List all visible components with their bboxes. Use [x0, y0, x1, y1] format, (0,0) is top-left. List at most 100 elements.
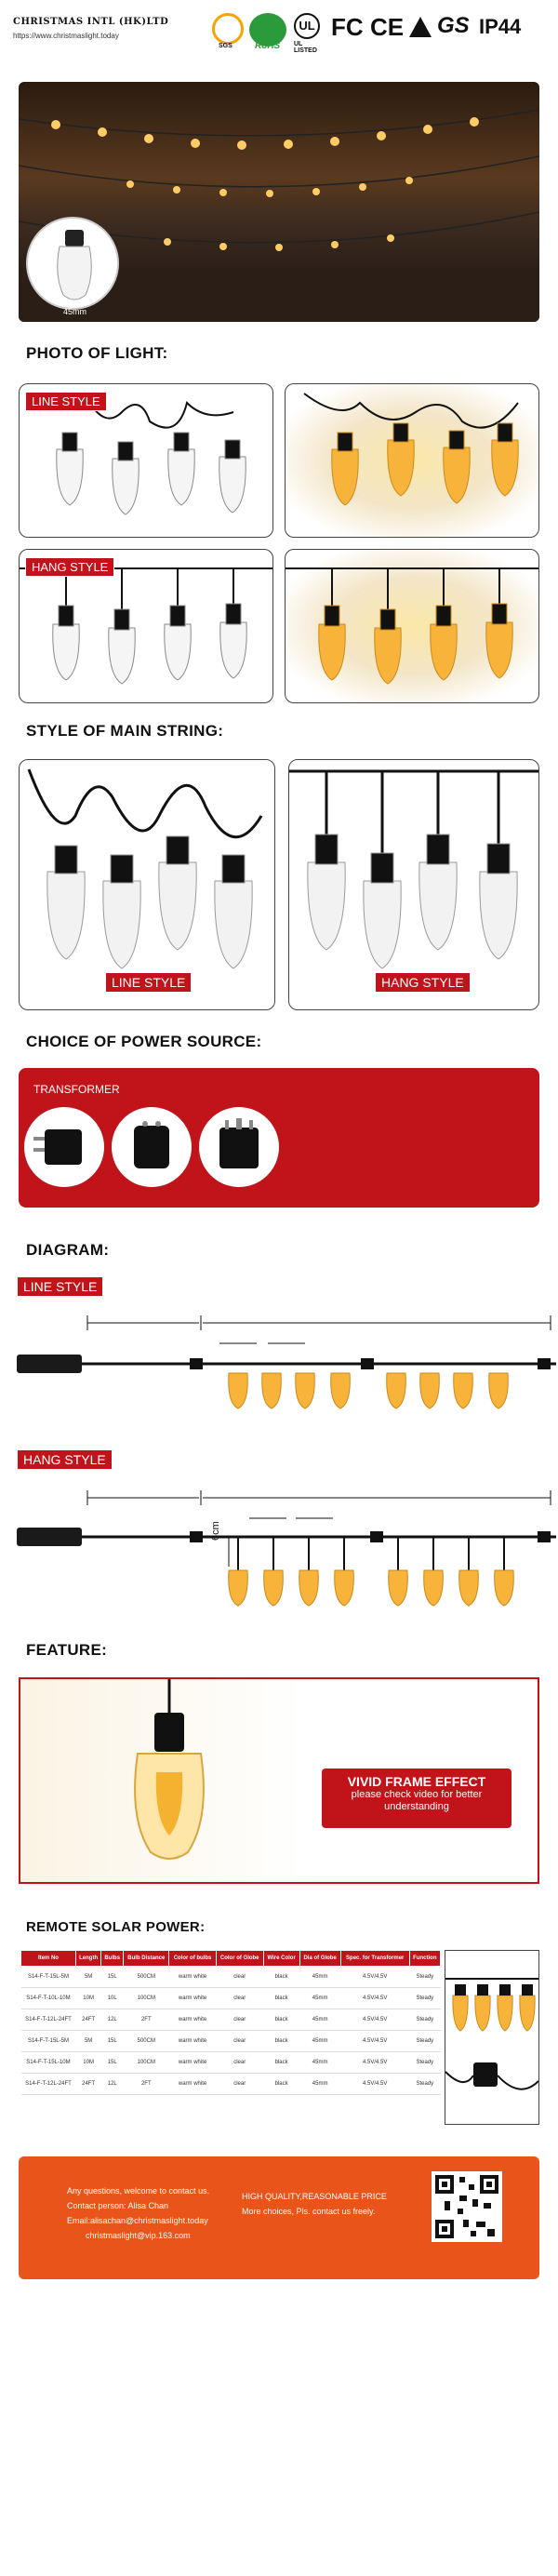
table-cell: warm white — [168, 2051, 217, 2074]
ip44-label: IP44 — [479, 15, 522, 38]
feature-subline: please check video for better understand… — [351, 1789, 483, 1812]
table-cell: 15L — [100, 2051, 124, 2074]
warning-triangle-icon — [409, 17, 432, 37]
table-cell: 10M — [75, 1987, 101, 2009]
hero-bulb-callout — [26, 217, 119, 310]
table-header-cell: Bulb Distance — [123, 1950, 170, 1967]
table-cell: S14-F-T-10L-10M — [20, 1987, 76, 2009]
table-cell: S14-F-T-15L-5M — [20, 2030, 76, 2052]
plug-us-icon — [24, 1107, 104, 1187]
rohs-icon — [249, 13, 286, 47]
diagram-hang: 6cm — [17, 1477, 556, 1626]
style-hang: HANG STYLE — [288, 759, 539, 1010]
ce-icon: CE — [370, 13, 405, 41]
table-cell: 45mm — [299, 2030, 341, 2052]
footer-email-2[interactable]: christmaslight@vip.163.com — [86, 2231, 191, 2240]
table-cell: 5M — [75, 2030, 101, 2052]
footer-tagline: HIGH QUALITY,REASONABLE PRICE — [242, 2192, 387, 2201]
table-cell: 4.5V/4.5V — [340, 1966, 410, 1988]
table-cell: 10M — [75, 2051, 101, 2074]
table-cell: black — [263, 2009, 299, 2031]
table-cell: clear — [216, 2030, 264, 2052]
table-cell: 500CM — [123, 2030, 169, 2052]
diagram-line — [17, 1302, 556, 1423]
table-header-cell: Wire Color — [262, 1950, 300, 1967]
table-header-cell: Spec. for Transformer — [339, 1950, 410, 1967]
photo-hang-on — [285, 549, 539, 703]
table-cell: 5M — [75, 1966, 101, 1988]
fc-icon: FC — [331, 13, 364, 41]
footer-banner: Any questions, welcome to contact us. Co… — [19, 2156, 539, 2279]
tag-style-line: LINE STYLE — [105, 972, 193, 993]
plug-eu-icon — [112, 1107, 192, 1187]
table-cell: 10L — [100, 1987, 124, 2009]
power-banner: TRANSFORMER — [19, 1068, 539, 1208]
table-cell: warm white — [168, 2073, 217, 2095]
section-title-remote: REMOTE SOLAR POWER: — [26, 1919, 206, 1935]
table-cell: 15L — [100, 2030, 124, 2052]
table-cell: 2FT — [123, 2009, 169, 2031]
table-cell: black — [263, 1966, 299, 1988]
sgs-label: SGS — [219, 43, 232, 49]
hero-photo: 45mm — [19, 82, 539, 322]
table-cell: 12L — [100, 2073, 124, 2095]
table-cell: clear — [216, 1987, 264, 2009]
qr-code-icon[interactable] — [432, 2171, 502, 2242]
table-header-cell: Item No — [20, 1950, 76, 1967]
table-cell: black — [263, 2051, 299, 2074]
table-cell: clear — [216, 2009, 264, 2031]
table-header-cell: Color of bulbs — [168, 1950, 217, 1967]
photo-line-on — [285, 383, 539, 538]
style-line: LINE STYLE — [19, 759, 275, 1010]
table-cell: 45mm — [299, 1966, 341, 1988]
table-cell: 4.5V/4.5V — [340, 2073, 410, 2095]
table-cell: 4.5V/4.5V — [340, 2009, 410, 2031]
photo-line-off: LINE STYLE — [19, 383, 273, 538]
section-title-diagram: DIAGRAM: — [26, 1241, 110, 1259]
table-cell: 12L — [100, 2009, 124, 2031]
table-cell: warm white — [168, 2009, 217, 2031]
ul-icon: UL — [294, 13, 320, 39]
table-header-cell: Bulbs — [100, 1950, 125, 1967]
website-link[interactable]: https://www.christmaslight.today — [13, 32, 119, 40]
gs-icon: GS — [437, 13, 470, 38]
table-cell: 4.5V/4.5V — [340, 2051, 410, 2074]
header: CHRISTMAS INTL (HK)LTD https://www.chris… — [0, 0, 558, 74]
table-cell: black — [263, 1987, 299, 2009]
table-cell: clear — [216, 1966, 264, 1988]
section-title-feature: FEATURE: — [26, 1641, 108, 1659]
table-header-cell: Color of Globe — [215, 1950, 264, 1967]
tag-diagram-hang: HANG STYLE — [17, 1449, 113, 1470]
table-cell: S14-F-T-12L-24FT — [20, 2009, 76, 2031]
footer-email-1[interactable]: Email:alisachan@christmaslight.today — [67, 2216, 208, 2225]
tag-line-style: LINE STYLE — [25, 392, 107, 411]
table-cell: warm white — [168, 1966, 217, 1988]
solar-product-image — [445, 1950, 539, 2125]
table-cell: 500CM — [123, 1966, 169, 1988]
section-title-style: STYLE OF MAIN STRING: — [26, 722, 224, 740]
table-cell: 45mm — [299, 1987, 341, 2009]
footer-cta: More choices, Pls. contact us freely. — [242, 2207, 376, 2216]
table-cell: 45mm — [299, 2051, 341, 2074]
table-cell: Steady — [409, 2073, 441, 2095]
feature-callout[interactable]: VIVID FRAME EFFECT please check video fo… — [322, 1768, 512, 1828]
photo-hang-off: HANG STYLE — [19, 549, 273, 703]
tag-diagram-line: LINE STYLE — [17, 1276, 104, 1297]
feature-panel: VIVID FRAME EFFECT please check video fo… — [19, 1677, 539, 1884]
table-header-cell: Dia of Globe — [299, 1950, 341, 1967]
table-cell: 100CM — [123, 2051, 169, 2074]
tag-style-hang: HANG STYLE — [375, 972, 471, 993]
table-cell: 4.5V/4.5V — [340, 1987, 410, 2009]
table-cell: Steady — [409, 2051, 441, 2074]
power-label: TRANSFORMER — [33, 1083, 120, 1096]
table-cell: 100CM — [123, 1987, 169, 2009]
feature-headline: VIVID FRAME EFFECT — [347, 1774, 486, 1789]
table-cell: Steady — [409, 2030, 441, 2052]
